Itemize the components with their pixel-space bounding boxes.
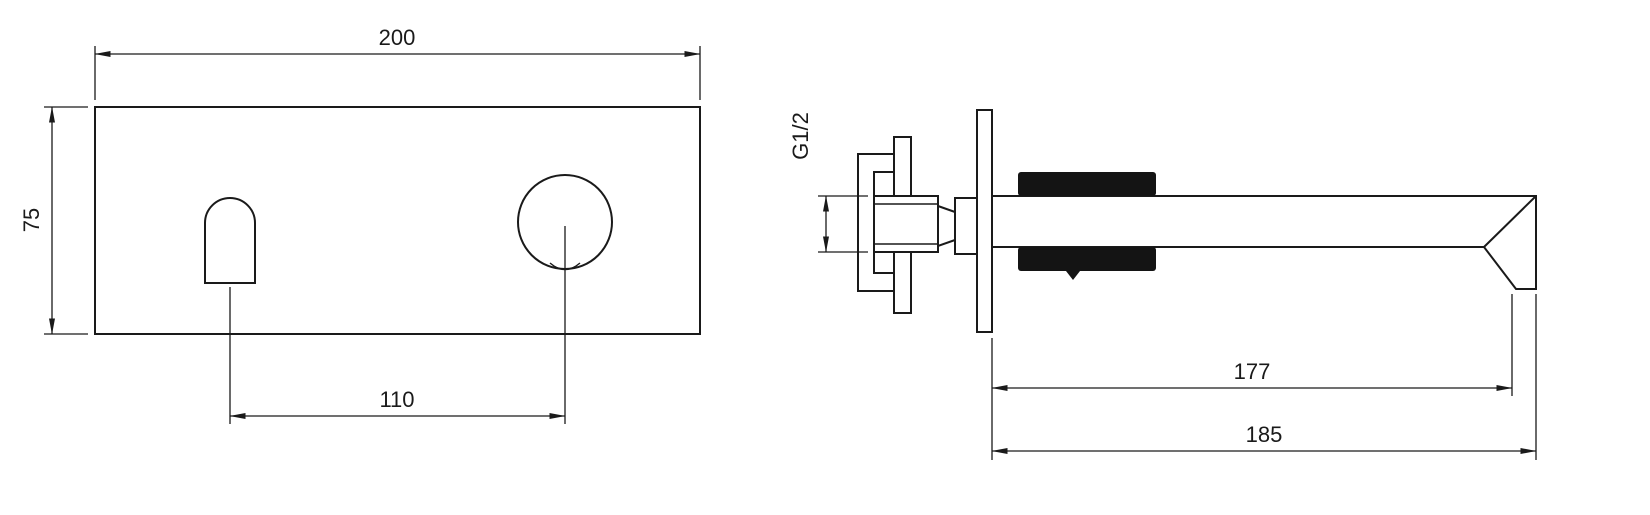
dim-label-center-distance: 110	[379, 387, 414, 412]
dim-label-width: 200	[379, 25, 416, 50]
escutcheon-plate	[976, 109, 993, 333]
dim-label-height: 75	[19, 208, 44, 232]
dim-spout-reach: 177	[991, 294, 1513, 460]
dim-label-thread: G1/2	[788, 112, 813, 160]
dim-plate-height: 75	[19, 106, 88, 335]
sensor-window	[204, 197, 256, 284]
dim-plate-width: 200	[94, 25, 701, 100]
fixing-collar-bottom	[1018, 247, 1156, 271]
dim-total-reach: 185	[991, 294, 1537, 460]
dim-label-total-reach: 185	[1246, 422, 1283, 447]
spout-outline	[992, 195, 1537, 290]
side-view: G1/2 177 185	[788, 109, 1537, 460]
front-view: 200 75 110	[19, 25, 701, 424]
spout-miter-line	[1483, 195, 1537, 248]
dim-thread: G1/2	[788, 112, 868, 253]
connector-cone	[937, 204, 956, 248]
dim-label-spout-reach: 177	[1234, 359, 1271, 384]
fixing-collar-top	[1018, 172, 1156, 196]
wall-plate-outline	[94, 106, 701, 335]
dim-center-distance: 110	[229, 226, 566, 424]
set-screw	[1066, 271, 1080, 280]
union-nut	[954, 197, 978, 255]
mounting-bracket-outer	[857, 153, 894, 292]
